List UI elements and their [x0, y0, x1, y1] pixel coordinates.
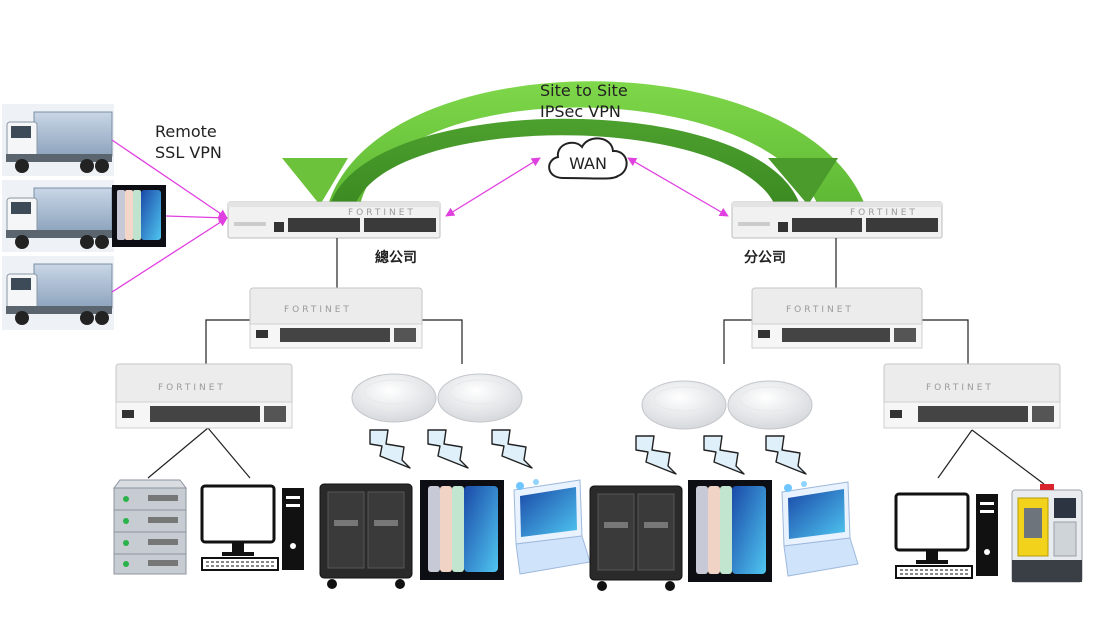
arc-inner	[330, 118, 800, 205]
access-point-icon-4	[727, 380, 813, 430]
truck-icon-1	[2, 104, 114, 176]
brand-logo: FORTINET	[850, 208, 918, 218]
wan-label: WAN	[569, 154, 607, 173]
vpn-link	[165, 213, 228, 223]
site-vpn-label-line1: Site to Site	[540, 81, 628, 100]
wireless-signal-icon	[765, 435, 807, 475]
brand-logo: FORTINET	[926, 383, 994, 393]
charging-cart-icon-hq	[319, 483, 413, 589]
access-point-icon-1	[351, 373, 437, 423]
wireless-signal-icon	[427, 429, 469, 469]
tablet-icon-branch	[688, 480, 772, 582]
truck-icon-3	[2, 256, 114, 330]
switch-icon-branch-core: FORTINET	[751, 287, 923, 349]
access-point-icon-3	[641, 380, 727, 430]
charging-cart-icon-branch	[589, 485, 683, 591]
desktop-computer-icon-branch	[894, 492, 998, 579]
server-rack-icon	[113, 479, 187, 575]
site-vpn-label-line2: IPSec VPN	[540, 102, 621, 121]
cloud-icon	[548, 137, 628, 180]
switch-icon-hq-core: FORTINET	[249, 287, 423, 349]
ipsec-link-hq	[445, 157, 541, 217]
access-point-icon-2	[437, 373, 523, 423]
network-cables	[147, 238, 1045, 485]
wan-cloud: WAN	[548, 137, 628, 180]
arc-outer	[328, 81, 865, 205]
remote-vpn-label: Remote SSL VPN	[155, 121, 222, 163]
wireless-signal-icon	[703, 435, 745, 475]
brand-logo: FORTINET	[284, 305, 352, 315]
switch-icon-branch-access: FORTINET	[883, 363, 1061, 429]
vpn-link	[111, 139, 228, 219]
cnc-machine-icon	[1011, 484, 1083, 583]
wireless-signal-icon	[369, 429, 411, 469]
branch-label: 分公司	[744, 250, 786, 266]
vpn-link	[111, 217, 228, 293]
brand-logo: FORTINET	[348, 208, 416, 218]
arc-arrowhead-left	[282, 158, 348, 205]
tablet-icon-remote	[112, 185, 166, 247]
laptop-icon-branch	[781, 481, 859, 577]
ipsec-link-branch	[627, 157, 729, 217]
remote-vpn-label-line1: Remote	[155, 122, 217, 141]
desktop-computer-icon-hq	[200, 484, 304, 571]
site-to-site-arc	[282, 81, 865, 205]
firewall-icon-hq: FORTINET	[227, 201, 441, 239]
ssl-vpn-links	[111, 139, 228, 293]
arc-arrowhead-right	[768, 158, 838, 205]
wireless-signal-icon	[491, 429, 533, 469]
truck-icon-2	[2, 180, 114, 252]
wireless-signal-icon	[635, 435, 677, 475]
site-vpn-label: Site to Site IPSec VPN	[540, 80, 628, 122]
brand-logo: FORTINET	[786, 305, 854, 315]
laptop-icon-hq	[513, 479, 591, 575]
tablet-icon-hq	[420, 480, 504, 580]
hq-label: 總公司	[375, 250, 417, 266]
brand-logo: FORTINET	[158, 383, 226, 393]
firewall-icon-branch: FORTINET	[731, 201, 943, 239]
remote-vpn-label-line2: SSL VPN	[155, 143, 222, 162]
switch-icon-hq-access: FORTINET	[115, 363, 293, 429]
